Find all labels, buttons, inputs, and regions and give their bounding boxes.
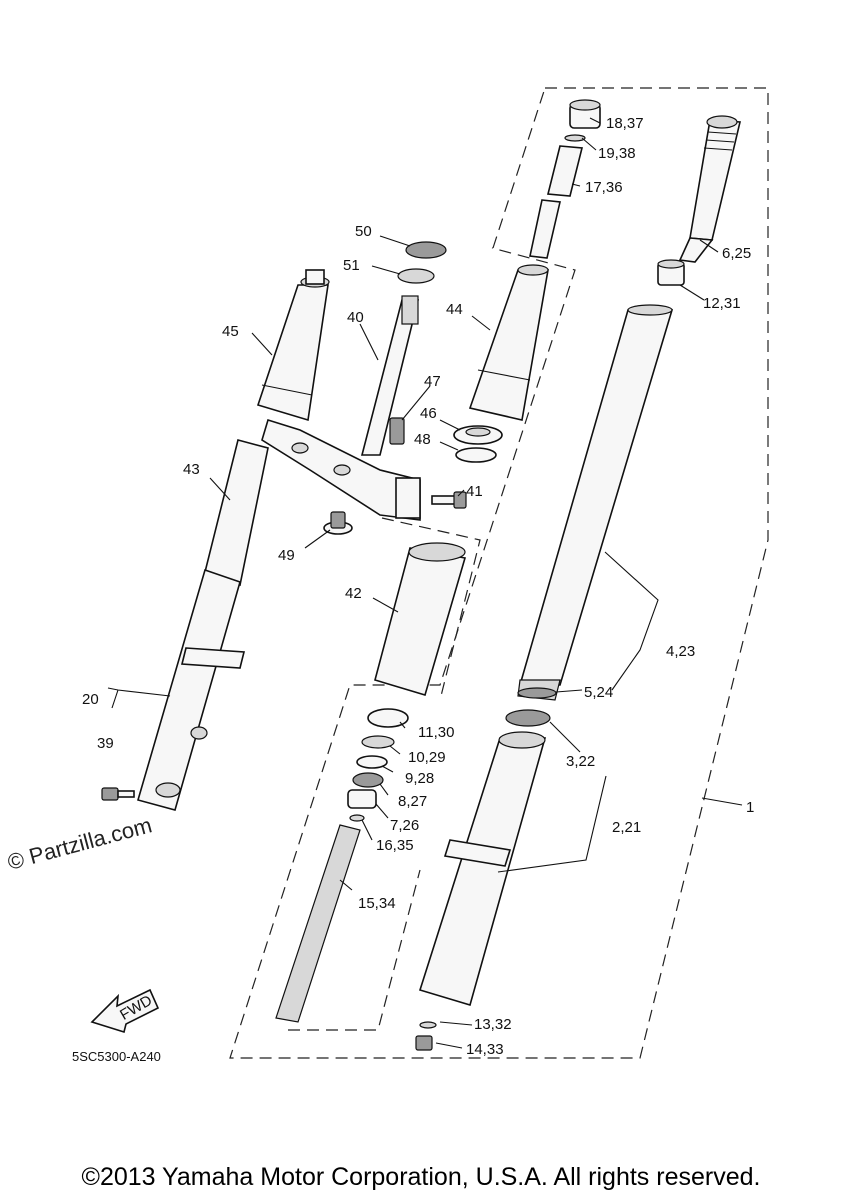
assembly-1-boundary [229, 87, 769, 1059]
callout-43: 43 [183, 461, 200, 478]
callout-41: 41 [466, 483, 483, 500]
callout-42: 42 [345, 585, 362, 602]
inner-tube-group-boundary [492, 87, 546, 249]
dust-seal-11 [367, 708, 409, 728]
callout-47: 47 [424, 373, 441, 390]
callout-46: 46 [420, 405, 437, 422]
drain-bolt-14 [415, 1035, 433, 1051]
callout-4-23: 4,23 [666, 643, 695, 660]
cap-bolt-6 [678, 115, 741, 263]
ring-nut-46 [453, 425, 503, 445]
callout-3-22: 3,22 [566, 753, 595, 770]
copyright-footer: ©2013 Yamaha Motor Corporation, U.S.A. A… [81, 1163, 761, 1191]
fork-spring-15 [275, 824, 361, 1023]
cap-49 [323, 511, 353, 535]
cylinder-42 [374, 542, 467, 696]
drawing-code: 5SC5300-A240 [72, 1049, 161, 1064]
o-ring-19 [564, 134, 586, 142]
under-bracket [261, 418, 421, 521]
piece-7 [347, 789, 377, 809]
clip-10 [361, 735, 395, 749]
callout-7-26: 7,26 [390, 817, 419, 834]
callout-49: 49 [278, 547, 295, 564]
callout-17-36: 17,36 [585, 179, 623, 196]
washer-50 [405, 241, 447, 259]
callout-1: 1 [746, 799, 754, 816]
fwd-arrow-icon: FWD [90, 988, 160, 1034]
cover-44 [468, 264, 549, 421]
outer-tube-2 [418, 731, 547, 1007]
callout-labels: 18,37 19,38 17,36 6,25 12,31 50 51 40 44… [82, 115, 754, 1058]
callout-2-21: 2,21 [612, 819, 641, 836]
callout-19-38: 19,38 [598, 145, 636, 162]
seal-8 [352, 772, 384, 788]
callout-48: 48 [414, 431, 431, 448]
callout-20: 20 [82, 691, 99, 708]
collar-12 [657, 259, 685, 286]
bolt-47 [389, 417, 405, 445]
callout-8-27: 8,27 [398, 793, 427, 810]
callout-44: 44 [446, 301, 463, 318]
ring-16 [349, 814, 365, 822]
inner-tube-right [517, 304, 674, 701]
bolt-39 [101, 787, 135, 801]
callout-16-35: 16,35 [376, 837, 414, 854]
callout-51: 51 [343, 257, 360, 274]
bolt-41 [431, 491, 467, 509]
callout-14-33: 14,33 [466, 1041, 504, 1058]
callout-18-37: 18,37 [606, 115, 644, 132]
spacer-17 [529, 145, 584, 259]
callout-6-25: 6,25 [722, 245, 751, 262]
spring-group-boundary [288, 869, 421, 1031]
fork-tube-43 [137, 439, 269, 811]
callout-15-34: 15,34 [358, 895, 396, 912]
steering-stem-40 [360, 295, 420, 456]
damper-group-boundary [381, 517, 481, 701]
lock-washer-48 [455, 447, 497, 463]
callout-50: 50 [355, 223, 372, 240]
watermark: © Partzilla.com [5, 812, 155, 875]
callout-11-30: 11,30 [418, 724, 454, 741]
washer-51 [397, 268, 435, 284]
callout-10-29: 10,29 [408, 749, 446, 766]
gasket-13 [419, 1021, 437, 1029]
callout-9-28: 9,28 [405, 770, 434, 787]
callout-13-32: 13,32 [474, 1016, 512, 1033]
callout-45: 45 [222, 323, 239, 340]
oil-seal-3 [505, 709, 551, 727]
cap-18 [569, 99, 601, 129]
washer-9 [356, 755, 388, 769]
cover-45 [256, 269, 330, 422]
callout-5-24: 5,24 [584, 684, 613, 701]
callout-40: 40 [347, 309, 364, 326]
leader-lines [107, 117, 743, 1049]
callout-12-31: 12,31 [703, 295, 741, 312]
callout-39: 39 [97, 735, 114, 752]
